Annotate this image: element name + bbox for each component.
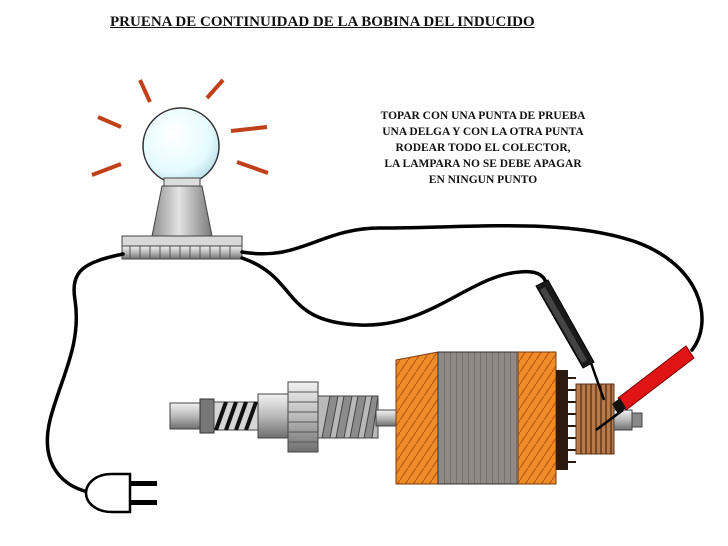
wire-to-black-probe: [240, 256, 548, 327]
instruction-line: UNA DELGA Y CON LA OTRA PUNTA: [382, 126, 584, 138]
instruction-line: TOPAR CON UNA PUNTA DE PRUEBA: [380, 110, 586, 122]
light-rays: [91, 78, 269, 177]
test-probe-icon: [595, 345, 695, 432]
light-bulb-icon: [121, 107, 243, 260]
light-ray: [91, 162, 122, 177]
light-ray: [205, 78, 225, 100]
light-ray: [236, 160, 269, 175]
test-probe-icon: [535, 279, 606, 401]
wires: [45, 224, 704, 494]
light-ray: [230, 125, 268, 133]
wire-to-red-probe: [240, 224, 704, 352]
instruction-line: LA LAMPARA NO SE DEBE APAGAR: [384, 158, 582, 170]
power-plug-icon: [84, 472, 157, 514]
armature-icon: [169, 351, 643, 485]
instruction-line: EN NINGUN PUNTO: [428, 174, 538, 186]
diagram-title: PRUENA DE CONTINUIDAD DE LA BOBINA DEL I…: [110, 14, 535, 30]
instruction-line: RODEAR TODO EL COLECTOR,: [395, 142, 571, 154]
instructions-note: TOPAR CON UNA PUNTA DE PRUEBA UNA DELGA …: [352, 108, 614, 188]
wire-to-plug: [45, 252, 125, 494]
light-ray: [97, 115, 122, 129]
light-ray: [138, 79, 152, 103]
